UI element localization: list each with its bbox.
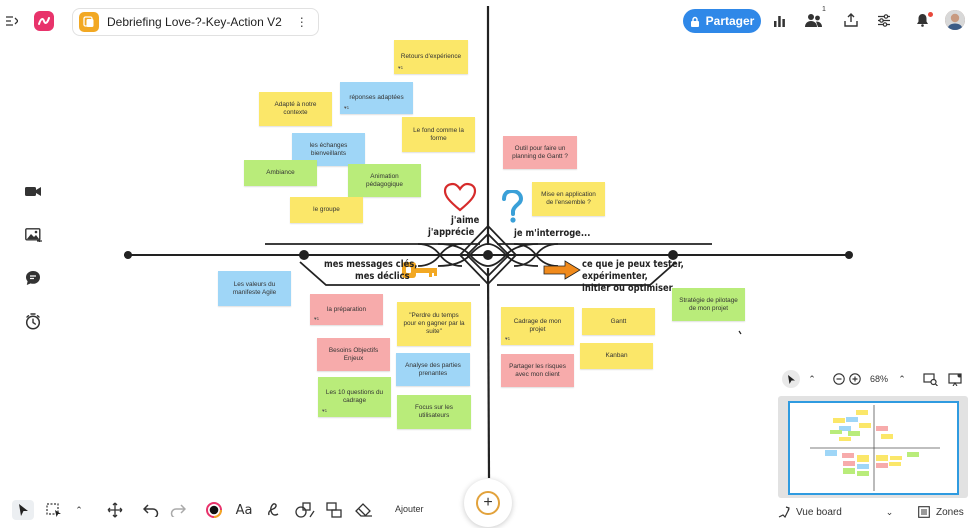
stats-icon[interactable] <box>770 12 788 30</box>
plus-icon: + <box>476 491 500 515</box>
color-picker-icon[interactable] <box>203 500 225 520</box>
share-button[interactable]: Partager <box>683 9 761 33</box>
chevron-up-icon[interactable]: ⌃ <box>75 504 83 515</box>
fit-screen-icon[interactable] <box>922 371 938 387</box>
collaborators-count: 1 <box>822 6 826 13</box>
like-count: ♥1 <box>398 65 404 71</box>
pointer-mode-icon[interactable] <box>782 370 800 388</box>
share-label: Partager <box>705 14 755 28</box>
timer-icon[interactable] <box>20 308 46 334</box>
pan-hand-icon[interactable] <box>104 500 126 520</box>
sticky-note[interactable]: Le fond comme la forme <box>402 117 475 152</box>
heart-icon <box>443 182 477 212</box>
add-button[interactable]: Ajouter <box>395 504 424 514</box>
like-count: ♥1 <box>505 336 511 342</box>
sticky-note[interactable]: Kanban <box>580 343 653 369</box>
zones-button[interactable]: Zones <box>918 506 964 518</box>
add-element-button[interactable]: + <box>464 479 512 527</box>
sticky-note[interactable]: Les valeurs du manifeste Agile <box>218 271 291 306</box>
pen-tool-icon[interactable] <box>263 500 285 520</box>
sticky-note[interactable]: Outil pour faire un planning de Gantt ? <box>503 136 577 169</box>
view-mode-label: Vue board <box>796 506 842 518</box>
minimap-viewport[interactable] <box>788 401 959 495</box>
sticky-note[interactable]: Mise en application de l'ensemble ? <box>532 182 605 216</box>
app-logo-icon[interactable] <box>34 11 54 31</box>
video-camera-icon[interactable] <box>20 178 46 204</box>
sticky-note[interactable]: Stratégie de pilotage de mon projet <box>672 288 745 321</box>
board-doc-icon <box>79 12 99 32</box>
export-icon[interactable] <box>842 11 860 29</box>
undo-icon[interactable] <box>140 500 162 520</box>
label-declics: mes déclics <box>355 271 410 282</box>
shapes-tool-icon[interactable] <box>294 500 316 520</box>
label-aime: j'aime <box>451 215 480 226</box>
like-count: ♥1 <box>322 408 328 414</box>
sticky-note[interactable]: Animation pédagogique <box>348 164 421 197</box>
image-gallery-icon[interactable] <box>20 222 46 248</box>
sticky-note[interactable]: Retours d'expérience♥1 <box>394 40 468 74</box>
zoom-out-icon[interactable] <box>832 372 846 386</box>
zoom-in-icon[interactable] <box>848 372 862 386</box>
sticky-note[interactable]: le groupe <box>290 197 363 223</box>
label-experimenter: expérimenter, <box>582 271 648 282</box>
sticky-note[interactable]: la préparation♥1 <box>310 294 383 325</box>
select-cursor-icon[interactable] <box>12 500 34 520</box>
like-count: ♥1 <box>314 316 320 322</box>
sticky-note[interactable]: Les 10 questions du cadrage♥1 <box>318 377 391 417</box>
key-icon <box>402 262 437 278</box>
board-title: Debriefing Love-?-Key-Action V2 <box>107 15 282 29</box>
question-mark-icon <box>502 190 524 223</box>
sticky-note[interactable]: Cadrage de mon projet♥1 <box>501 307 574 345</box>
top-bar: Debriefing Love-?-Key-Action V2 ⋮ Partag… <box>0 0 974 44</box>
expand-sidebar-icon[interactable] <box>4 12 20 30</box>
chevron-up-icon[interactable]: ⌃ <box>898 373 906 384</box>
sticky-note[interactable]: Besoins Objectifs Enjeux <box>317 338 390 371</box>
chevron-up-icon[interactable]: ⌃ <box>808 373 816 384</box>
sticky-note[interactable]: Focus sur les utilisateurs <box>397 395 471 429</box>
sticky-note[interactable]: Gantt <box>582 308 655 335</box>
presentation-icon[interactable] <box>947 371 963 387</box>
label-messages: mes messages clés, <box>324 259 418 270</box>
label-apprecie: j'apprécie <box>428 227 475 238</box>
text-tool-icon[interactable]: Aa <box>235 502 253 518</box>
zones-list-icon <box>918 506 930 518</box>
arrow-right-icon <box>543 260 581 280</box>
collaborators-icon[interactable] <box>802 10 824 30</box>
zoom-level: 68% <box>870 374 889 384</box>
sticky-note[interactable]: Analyse des parties prenantes <box>396 353 470 386</box>
chevron-down-icon: ⌄ <box>885 506 894 517</box>
user-avatar[interactable] <box>945 10 965 30</box>
zoom-controls: ⌃ ⌃ <box>778 368 968 390</box>
eraser-icon[interactable] <box>353 500 375 520</box>
chat-bubble-icon[interactable] <box>20 265 46 291</box>
board-view-icon <box>778 506 790 518</box>
notifications-bell-icon[interactable] <box>913 11 931 29</box>
bottom-toolbar: ⌃ Aa Ajouter <box>0 492 440 526</box>
settings-sliders-icon[interactable] <box>875 11 893 29</box>
label-interroge: je m'interroge... <box>514 228 591 239</box>
minimap-preview <box>810 405 940 491</box>
label-initier: initier ou optimiser <box>582 283 673 294</box>
marquee-select-icon[interactable] <box>43 500 65 520</box>
label-tester: ce que je peux tester, <box>582 259 684 270</box>
redo-icon[interactable] <box>167 500 189 520</box>
zones-label: Zones <box>936 506 964 518</box>
frame-tool-icon[interactable] <box>323 500 345 520</box>
like-count: ♥1 <box>344 105 350 111</box>
view-mode-select[interactable]: Vue board ⌄ <box>778 506 893 518</box>
sticky-note[interactable]: "Perdre du temps pour en gagner par la s… <box>397 302 471 346</box>
sticky-note[interactable]: Partager les risques avec mon client <box>501 354 574 387</box>
sticky-note[interactable]: Adapté à notre contexte <box>259 92 332 126</box>
board-title-pill[interactable]: Debriefing Love-?-Key-Action V2 ⋮ <box>72 8 319 36</box>
sticky-note[interactable]: Ambiance <box>244 160 317 186</box>
lock-icon <box>690 16 699 27</box>
notification-dot <box>928 12 933 17</box>
more-options-icon[interactable]: ⋮ <box>295 15 308 29</box>
sticky-note[interactable]: réponses adaptées♥1 <box>340 82 413 114</box>
